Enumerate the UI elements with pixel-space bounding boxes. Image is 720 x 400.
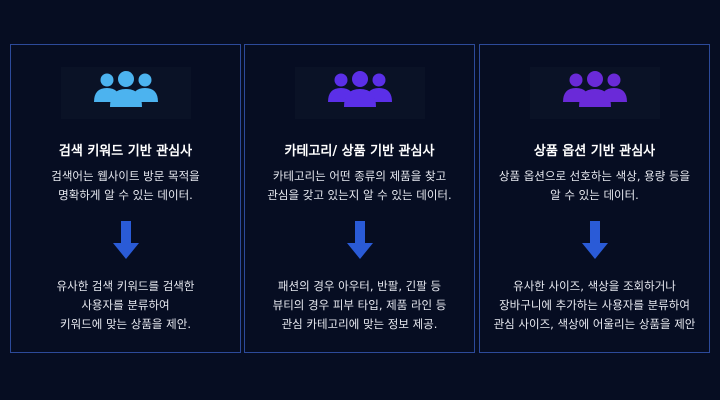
- card-title: 검색 키워드 기반 관심사: [58, 144, 193, 159]
- result-line: 뷰티의 경우 피부 타입, 제품 라인 등: [272, 298, 447, 312]
- interest-cards: 검색 키워드 기반 관심사 검색어는 웹사이트 방문 목적을 명확하게 알 수 …: [10, 44, 710, 355]
- result-line: 사용자를 분류하여: [81, 298, 170, 312]
- card-description: 카테고리는 어떤 종류의 제품을 찾고 관심을 갖고 있는지 알 수 있는 데이…: [253, 167, 466, 205]
- desc-line: 카테고리는 어떤 종류의 제품을 찾고: [272, 169, 447, 183]
- result-line: 유사한 사이즈, 색상을 조회하거나: [513, 279, 676, 293]
- card-result: 유사한 사이즈, 색상을 조회하거나 장바구니에 추가하는 사용자를 분류하여 …: [486, 277, 703, 334]
- card-title: 상품 옵션 기반 관심사: [533, 144, 656, 159]
- desc-line: 상품 옵션으로 선호하는 색상, 용량 등을: [498, 169, 691, 183]
- arrow-down-icon: [112, 221, 139, 263]
- card-result: 유사한 검색 키워드를 검색한 사용자를 분류하여 키워드에 맞는 상품을 제안…: [17, 277, 234, 334]
- desc-line: 명확하게 알 수 있는 데이터.: [58, 188, 193, 202]
- desc-line: 검색어는 웹사이트 방문 목적을: [51, 169, 200, 183]
- card-result: 패션의 경우 아우터, 반팔, 긴팔 등 뷰티의 경우 피부 타입, 제품 라인…: [251, 277, 468, 334]
- result-line: 유사한 검색 키워드를 검색한: [56, 279, 195, 293]
- card-category-product: 카테고리/ 상품 기반 관심사 카테고리는 어떤 종류의 제품을 찾고 관심을 …: [244, 44, 475, 353]
- arrow-down-icon: [346, 221, 373, 263]
- users-group-icon: [294, 67, 425, 119]
- users-group-icon: [529, 67, 660, 119]
- desc-line: 관심을 갖고 있는지 알 수 있는 데이터.: [267, 188, 452, 202]
- card-search-keyword: 검색 키워드 기반 관심사 검색어는 웹사이트 방문 목적을 명확하게 알 수 …: [10, 44, 241, 353]
- result-line: 패션의 경우 아우터, 반팔, 긴팔 등: [277, 279, 442, 293]
- card-description: 검색어는 웹사이트 방문 목적을 명확하게 알 수 있는 데이터.: [19, 167, 232, 205]
- desc-line: 알 수 있는 데이터.: [550, 188, 639, 202]
- result-line: 장바구니에 추가하는 사용자를 분류하여: [499, 298, 690, 312]
- card-product-option: 상품 옵션 기반 관심사 상품 옵션으로 선호하는 색상, 용량 등을 알 수 …: [479, 44, 710, 353]
- arrow-down-icon: [581, 221, 608, 263]
- card-description: 상품 옵션으로 선호하는 색상, 용량 등을 알 수 있는 데이터.: [488, 167, 701, 205]
- card-title: 카테고리/ 상품 기반 관심사: [284, 144, 435, 159]
- result-line: 관심 카테고리에 맞는 정보 제공.: [281, 317, 438, 331]
- result-line: 키워드에 맞는 상품을 제안.: [59, 317, 191, 331]
- result-line: 관심 사이즈, 색상에 어울리는 상품을 제안: [493, 317, 696, 331]
- users-group-icon: [60, 67, 191, 119]
